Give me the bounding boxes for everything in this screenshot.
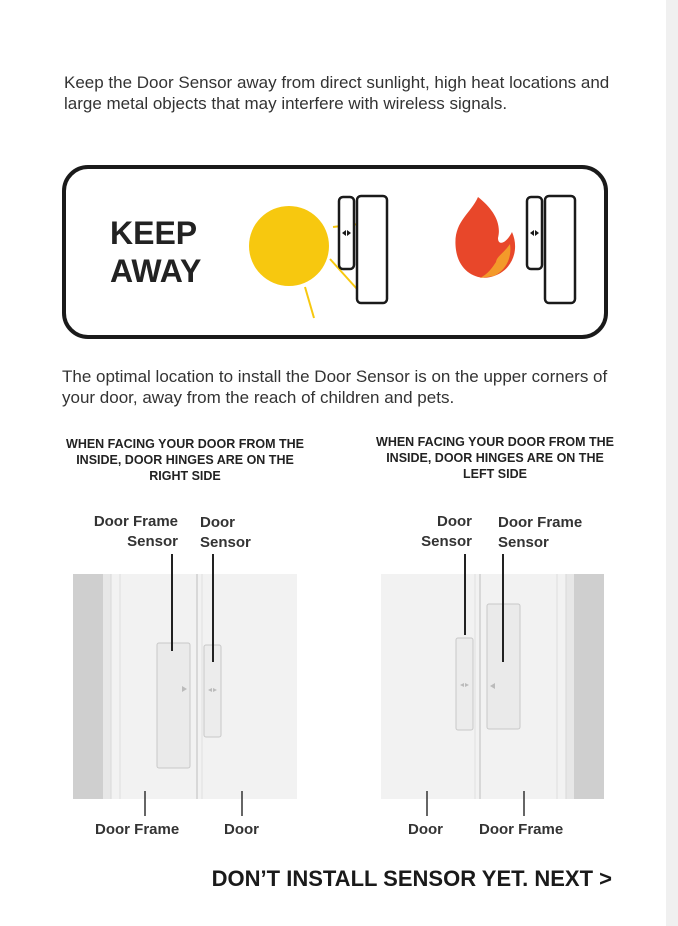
right-door-label: Door <box>408 821 443 838</box>
left-door-sensor-label: Door Sensor <box>200 513 280 553</box>
intro-paragraph: Keep the Door Sensor away from direct su… <box>64 73 610 113</box>
keep-away-line-1: KEEP <box>110 215 198 251</box>
label-line: Sensor <box>421 533 472 550</box>
left-panel-heading: WHEN FACING YOUR DOOR FROM THE INSIDE, D… <box>66 437 304 483</box>
label-line: Sensor <box>498 534 549 551</box>
label-line: Sensor <box>127 533 178 550</box>
left-door-photo <box>73 554 297 816</box>
page-edge <box>666 0 678 926</box>
keep-away-line-2: AWAY <box>110 253 202 289</box>
label-line: Door Frame <box>93 513 178 530</box>
left-door-label: Door <box>224 821 259 838</box>
label-line: Door Frame <box>498 514 583 531</box>
label-line: Sensor <box>200 534 251 551</box>
left-door-frame-sensor-label: Door Frame Sensor <box>80 512 178 552</box>
keep-away-title: KEEP AWAY <box>110 214 201 290</box>
sensor-icon <box>525 194 577 305</box>
right-door-photo <box>381 554 604 816</box>
label-line: Door <box>437 513 472 530</box>
left-door-frame-label: Door Frame <box>95 821 180 838</box>
flame-icon <box>455 197 516 278</box>
sensor-icon <box>337 194 389 305</box>
keep-away-box <box>62 165 608 339</box>
right-panel-heading: WHEN FACING YOUR DOOR FROM THE INSIDE, D… <box>376 435 614 481</box>
right-door-frame-sensor-label: Door Frame Sensor <box>498 513 608 553</box>
label-line: Door <box>200 514 235 531</box>
optimal-location-paragraph: The optimal location to install the Door… <box>62 367 608 407</box>
next-button[interactable]: DON’T INSTALL SENSOR YET. NEXT > <box>150 866 612 892</box>
right-door-frame-label: Door Frame <box>479 821 564 838</box>
right-door-sensor-label: Door Sensor <box>400 512 472 552</box>
